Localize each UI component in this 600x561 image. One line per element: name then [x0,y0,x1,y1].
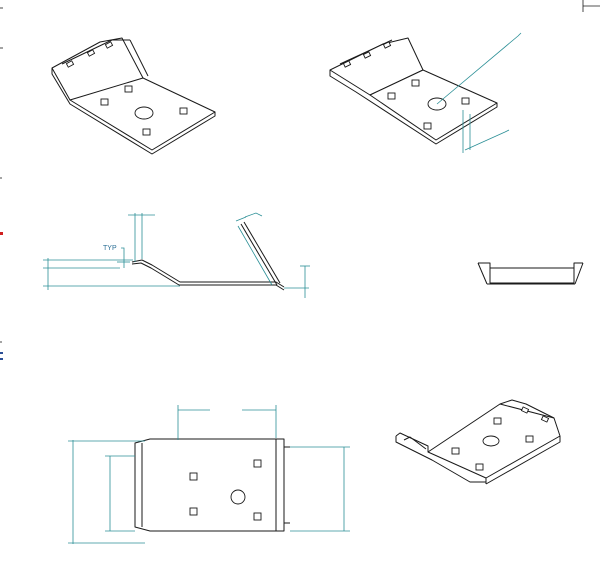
isometric-view-top-left [51,37,216,155]
isometric-view-top-right [329,32,522,153]
typ-label: TYP [103,245,117,252]
side-elevation-view: TYP [43,212,310,298]
isometric-view-bottom-right [395,399,561,485]
left-margin-marks [0,7,3,360]
plan-view [68,405,350,544]
sheet-border-corner [582,0,600,12]
end-view [477,262,584,285]
